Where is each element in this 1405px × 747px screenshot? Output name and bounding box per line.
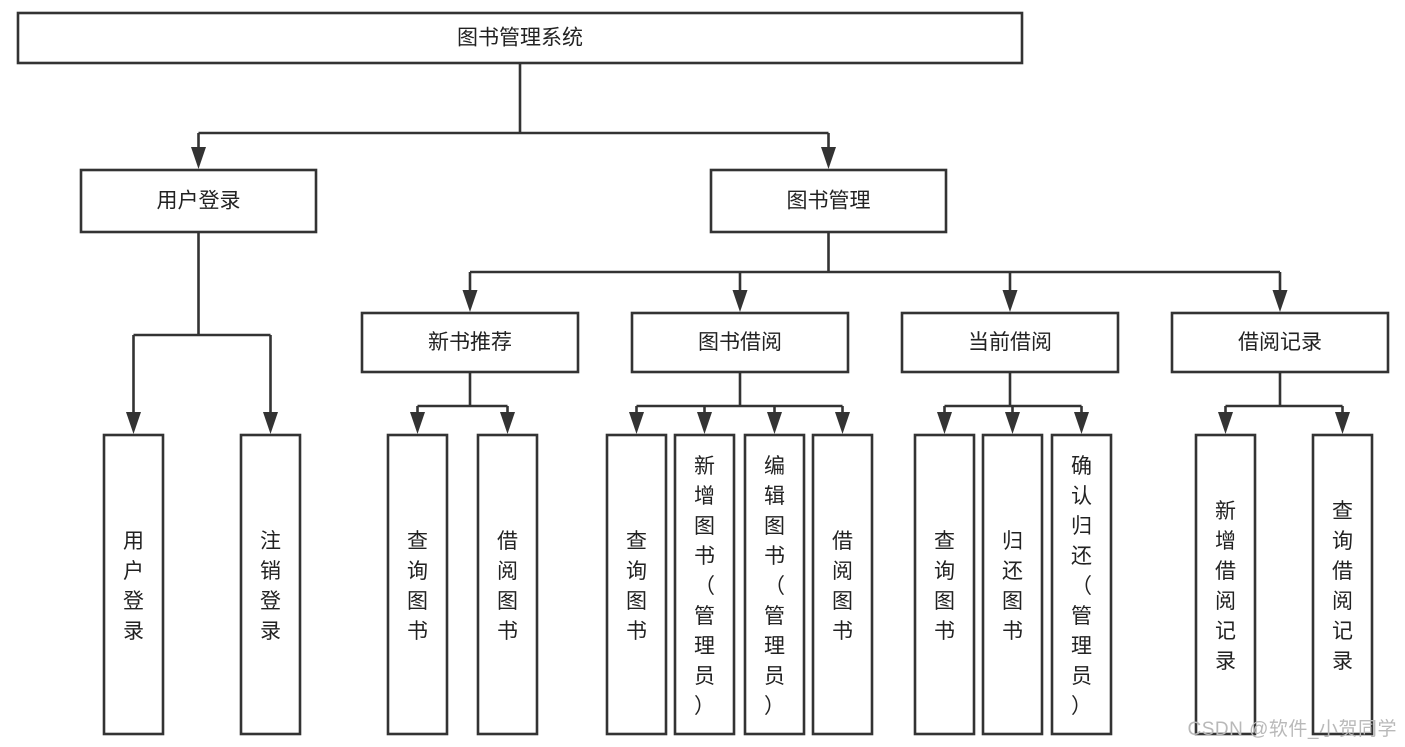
arrow-head-icon bbox=[732, 290, 748, 312]
node-l-addrec[interactable]: 新增借阅记录 bbox=[1194, 433, 1257, 736]
node-box[interactable] bbox=[605, 433, 668, 736]
node-label: 当前借阅 bbox=[968, 331, 1052, 354]
arrow-head-icon bbox=[835, 412, 850, 434]
node-box[interactable] bbox=[1194, 433, 1257, 736]
arrow-head-icon bbox=[1074, 412, 1089, 434]
arrow-head-icon bbox=[1335, 412, 1350, 434]
node-box[interactable] bbox=[1311, 433, 1374, 736]
node-l-logout[interactable]: 注销登录 bbox=[239, 433, 302, 736]
node-l-editbook[interactable]: 编辑图书（管理员） bbox=[743, 433, 806, 736]
connector-group-records bbox=[1218, 372, 1350, 434]
arrow-head-icon bbox=[937, 412, 952, 434]
node-l-qrec[interactable]: 查询借阅记录 bbox=[1311, 433, 1374, 736]
node-box[interactable] bbox=[981, 433, 1044, 736]
connector-group-borrow bbox=[629, 372, 850, 434]
node-label: 查询图书 bbox=[626, 530, 647, 643]
node-l-bbook2[interactable]: 借阅图书 bbox=[811, 433, 874, 736]
node-label: 编辑图书（管理员） bbox=[764, 455, 785, 718]
arrow-head-icon bbox=[1272, 290, 1288, 312]
arrow-head-icon bbox=[821, 147, 836, 169]
node-label: 借阅记录 bbox=[1238, 331, 1322, 354]
node-l-qbook2[interactable]: 查询图书 bbox=[605, 433, 668, 736]
node-label: 用户登录 bbox=[123, 530, 144, 643]
node-box[interactable] bbox=[386, 433, 449, 736]
node-label: 图书管理系统 bbox=[457, 27, 583, 50]
node-label: 查询图书 bbox=[934, 530, 955, 643]
node-box[interactable] bbox=[79, 168, 318, 234]
watermark-text: CSDN @软件_小贺同学 bbox=[1187, 719, 1397, 740]
node-records[interactable]: 借阅记录 bbox=[1170, 311, 1390, 374]
connector-group-root bbox=[191, 63, 836, 169]
connector-group-newbook bbox=[410, 372, 515, 434]
node-box[interactable] bbox=[743, 433, 806, 736]
node-box[interactable] bbox=[1170, 311, 1390, 374]
arrow-head-icon bbox=[191, 147, 206, 169]
node-current[interactable]: 当前借阅 bbox=[900, 311, 1120, 374]
node-label: 确认归还（管理员） bbox=[1071, 455, 1092, 718]
connector-group-current bbox=[937, 372, 1089, 434]
connector-group-login bbox=[126, 232, 278, 434]
node-label: 查询借阅记录 bbox=[1332, 500, 1353, 673]
node-label: 图书借阅 bbox=[698, 331, 782, 354]
node-box[interactable] bbox=[102, 433, 165, 736]
node-l-addbook[interactable]: 新增图书（管理员） bbox=[673, 433, 736, 736]
node-l-confirm[interactable]: 确认归还（管理员） bbox=[1050, 433, 1113, 736]
node-l-return[interactable]: 归还图书 bbox=[981, 433, 1044, 736]
node-box[interactable] bbox=[1050, 433, 1113, 736]
node-label: 归还图书 bbox=[1002, 530, 1023, 643]
arrow-head-icon bbox=[767, 412, 782, 434]
node-label: 新增图书（管理员） bbox=[694, 455, 715, 718]
node-label: 注销登录 bbox=[260, 530, 281, 643]
node-bookmgmt[interactable]: 图书管理 bbox=[709, 168, 948, 234]
node-box[interactable] bbox=[673, 433, 736, 736]
node-box[interactable] bbox=[630, 311, 850, 374]
arrow-head-icon bbox=[1005, 412, 1020, 434]
node-login[interactable]: 用户登录 bbox=[79, 168, 318, 234]
node-layer: 图书管理系统用户登录图书管理新书推荐图书借阅当前借阅借阅记录用户登录注销登录查询… bbox=[16, 11, 1390, 736]
node-box[interactable] bbox=[709, 168, 948, 234]
arrow-head-icon bbox=[500, 412, 515, 434]
arrow-head-icon bbox=[263, 412, 278, 434]
node-root[interactable]: 图书管理系统 bbox=[16, 11, 1024, 65]
node-l-qbook3[interactable]: 查询图书 bbox=[913, 433, 976, 736]
arrow-head-icon bbox=[462, 290, 478, 312]
node-l-bbook1[interactable]: 借阅图书 bbox=[476, 433, 539, 736]
connector-layer bbox=[126, 63, 1350, 434]
node-box[interactable] bbox=[16, 11, 1024, 65]
arrow-head-icon bbox=[410, 412, 425, 434]
arrow-head-icon bbox=[1002, 290, 1018, 312]
node-l-qbook1[interactable]: 查询图书 bbox=[386, 433, 449, 736]
arrow-head-icon bbox=[697, 412, 712, 434]
node-label: 借阅图书 bbox=[832, 530, 853, 643]
node-box[interactable] bbox=[811, 433, 874, 736]
node-label: 查询图书 bbox=[407, 530, 428, 643]
node-label: 用户登录 bbox=[157, 190, 241, 213]
arrow-head-icon bbox=[629, 412, 644, 434]
node-newbook[interactable]: 新书推荐 bbox=[360, 311, 580, 374]
node-borrow[interactable]: 图书借阅 bbox=[630, 311, 850, 374]
node-box[interactable] bbox=[913, 433, 976, 736]
node-l-userlogin[interactable]: 用户登录 bbox=[102, 433, 165, 736]
node-label: 新书推荐 bbox=[428, 331, 512, 354]
node-box[interactable] bbox=[900, 311, 1120, 374]
arrow-head-icon bbox=[1218, 412, 1233, 434]
arrow-head-icon bbox=[126, 412, 141, 434]
node-box[interactable] bbox=[476, 433, 539, 736]
node-box[interactable] bbox=[360, 311, 580, 374]
node-box[interactable] bbox=[239, 433, 302, 736]
connector-group-bookmgmt bbox=[462, 232, 1288, 312]
node-label: 借阅图书 bbox=[497, 530, 518, 643]
node-label: 图书管理 bbox=[787, 190, 871, 213]
node-label: 新增借阅记录 bbox=[1215, 500, 1236, 673]
